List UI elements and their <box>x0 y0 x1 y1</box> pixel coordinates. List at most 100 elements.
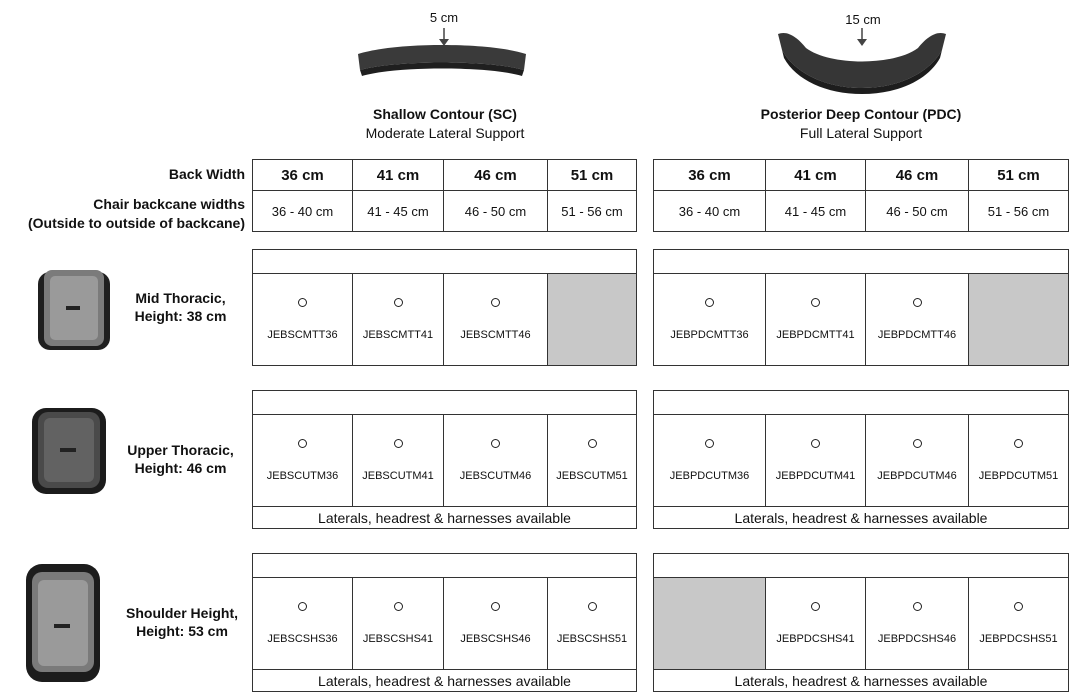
sku-code: JEBSCUTM36 <box>266 470 339 482</box>
sc-upper-thoracic-note: Laterals, headrest & harnesses available <box>253 506 636 528</box>
availability-circle-icon <box>705 439 714 448</box>
sku-code: JEBSCSHS46 <box>460 633 531 645</box>
upper-thoracic-backrest-image <box>32 408 106 494</box>
availability-circle-icon <box>491 439 500 448</box>
sc-shoulder-height-note: Laterals, headrest & harnesses available <box>253 669 636 691</box>
backcane-label-line2: (Outside to outside of backcane) <box>27 215 245 231</box>
sc-range-41: 41 - 45 cm <box>352 190 443 231</box>
sc-upper-thoracic-spacer <box>253 391 636 414</box>
sc-profile-support: Moderate Lateral Support <box>365 125 525 141</box>
sc-shoulder-height-spacer <box>253 554 636 577</box>
sku-code: JEBSCMTT41 <box>362 329 434 341</box>
pdc-width-46: 46 cm <box>865 160 968 190</box>
pdc-shoulder-height-spacer <box>654 554 1068 577</box>
pdc-upper-thoracic-46[interactable]: JEBPDCUTM46 <box>865 414 968 506</box>
sc-upper-thoracic-table: JEBSCUTM36 JEBSCUTM41 JEBSCUTM46 JEBSCUT… <box>252 390 637 529</box>
shoulder-height-label: Shoulder Height, Height: 53 cm <box>112 604 252 640</box>
pdc-shoulder-height-51[interactable]: JEBPDCSHS51 <box>968 577 1068 669</box>
pdc-upper-thoracic-41[interactable]: JEBPDCUTM41 <box>765 414 865 506</box>
pdc-upper-thoracic-table: JEBPDCUTM36 JEBPDCUTM41 JEBPDCUTM46 JEBP… <box>653 390 1069 529</box>
shoulder-height-backrest-image <box>26 564 100 682</box>
availability-circle-icon <box>393 602 403 611</box>
availability-circle-icon <box>298 602 307 611</box>
sku-code: JEBPDCUTM51 <box>978 470 1059 482</box>
availability-circle-icon <box>912 439 922 448</box>
availability-circle-icon <box>1014 602 1023 611</box>
backcane-width-label: Chair backcane widths (Outside to outsid… <box>10 195 245 233</box>
sku-code: JEBSCUTM51 <box>556 470 628 482</box>
pdc-mid-thoracic-36[interactable]: JEBPDCMTT36 <box>654 273 765 365</box>
pdc-profile-name: Posterior Deep Contour (PDC) <box>760 106 962 122</box>
shoulder-height-label-line2: Height: 53 cm <box>136 623 228 639</box>
sc-range-46: 46 - 50 cm <box>443 190 547 231</box>
availability-circle-icon <box>1014 439 1023 448</box>
availability-circle-icon <box>393 298 403 307</box>
sc-mid-thoracic-46[interactable]: JEBSCMTT46 <box>443 273 547 365</box>
pdc-upper-thoracic-36[interactable]: JEBPDCUTM36 <box>654 414 765 506</box>
backcane-label-line1: Chair backcane widths <box>93 196 245 212</box>
sc-profile-image <box>358 28 526 76</box>
sc-width-41: 41 cm <box>352 160 443 190</box>
sku-code: JEBPDCMTT36 <box>670 329 749 341</box>
availability-circle-icon <box>491 602 500 611</box>
sc-range-36: 36 - 40 cm <box>253 190 352 231</box>
sku-code: JEBSCUTM46 <box>459 470 532 482</box>
sc-upper-thoracic-41[interactable]: JEBSCUTM41 <box>352 414 443 506</box>
pdc-range-51: 51 - 56 cm <box>968 190 1068 231</box>
mid-thoracic-label-line1: Mid Thoracic, <box>135 290 226 306</box>
pdc-upper-thoracic-spacer <box>654 391 1068 414</box>
pdc-mid-thoracic-table: JEBPDCMTT36 JEBPDCMTT41 JEBPDCMTT46 <box>653 249 1069 366</box>
sc-upper-thoracic-46[interactable]: JEBSCUTM46 <box>443 414 547 506</box>
pdc-width-41: 41 cm <box>765 160 865 190</box>
sc-mid-thoracic-41[interactable]: JEBSCMTT41 <box>352 273 443 365</box>
sku-code: JEBSCSHS41 <box>362 633 434 645</box>
availability-circle-icon <box>298 298 307 307</box>
availability-circle-icon <box>811 439 820 448</box>
pdc-profile-title: Posterior Deep Contour (PDC) Full Latera… <box>736 105 986 143</box>
upper-thoracic-label: Upper Thoracic, Height: 46 cm <box>113 441 248 477</box>
sc-mid-thoracic-table: JEBSCMTT36 JEBSCMTT41 JEBSCMTT46 <box>252 249 637 366</box>
sc-mid-thoracic-36[interactable]: JEBSCMTT36 <box>253 273 352 365</box>
pdc-width-table: 36 cm 41 cm 46 cm 51 cm 36 - 40 cm 41 - … <box>653 159 1069 232</box>
sc-shoulder-height-41[interactable]: JEBSCSHS41 <box>352 577 443 669</box>
sku-code: JEBPDCSHS41 <box>776 633 855 645</box>
sc-profile-name: Shallow Contour (SC) <box>373 106 517 122</box>
sc-width-table: 36 cm 41 cm 46 cm 51 cm 36 - 40 cm 41 - … <box>252 159 637 232</box>
pdc-mid-thoracic-51-unavailable <box>968 273 1068 365</box>
pdc-upper-thoracic-note: Laterals, headrest & harnesses available <box>654 506 1068 528</box>
sc-upper-thoracic-36[interactable]: JEBSCUTM36 <box>253 414 352 506</box>
mid-thoracic-label: Mid Thoracic, Height: 38 cm <box>118 289 243 325</box>
sku-code: JEBPDCSHS51 <box>979 633 1058 645</box>
availability-circle-icon <box>587 602 597 611</box>
pdc-range-41: 41 - 45 cm <box>765 190 865 231</box>
mid-thoracic-label-line2: Height: 38 cm <box>134 308 227 324</box>
sc-range-51: 51 - 56 cm <box>547 190 636 231</box>
pdc-depth-label: 15 cm <box>845 12 881 27</box>
sc-shoulder-height-51[interactable]: JEBSCSHS51 <box>547 577 636 669</box>
pdc-mid-thoracic-41[interactable]: JEBPDCMTT41 <box>765 273 865 365</box>
pdc-shoulder-height-46[interactable]: JEBPDCSHS46 <box>865 577 968 669</box>
availability-circle-icon <box>912 298 922 307</box>
sc-shoulder-height-table: JEBSCSHS36 JEBSCSHS41 JEBSCSHS46 JEBSCSH… <box>252 553 637 692</box>
sku-code: JEBSCSHS51 <box>556 633 628 645</box>
sku-code: JEBPDCSHS46 <box>877 633 957 645</box>
availability-circle-icon <box>491 298 500 307</box>
sku-code: JEBSCSHS36 <box>267 633 338 645</box>
sku-code: JEBPDCUTM36 <box>669 470 750 482</box>
availability-circle-icon <box>811 298 820 307</box>
sc-shoulder-height-46[interactable]: JEBSCSHS46 <box>443 577 547 669</box>
pdc-upper-thoracic-51[interactable]: JEBPDCUTM51 <box>968 414 1068 506</box>
pdc-range-46: 46 - 50 cm <box>865 190 968 231</box>
pdc-shoulder-height-41[interactable]: JEBPDCSHS41 <box>765 577 865 669</box>
upper-thoracic-label-line1: Upper Thoracic, <box>127 442 234 458</box>
sc-depth-label: 5 cm <box>429 10 459 25</box>
sc-mid-thoracic-spacer <box>253 250 636 273</box>
pdc-mid-thoracic-46[interactable]: JEBPDCMTT46 <box>865 273 968 365</box>
sc-width-46: 46 cm <box>443 160 547 190</box>
pdc-mid-thoracic-spacer <box>654 250 1068 273</box>
sc-upper-thoracic-51[interactable]: JEBSCUTM51 <box>547 414 636 506</box>
availability-circle-icon <box>912 602 922 611</box>
sc-shoulder-height-36[interactable]: JEBSCSHS36 <box>253 577 352 669</box>
pdc-profile-support: Full Lateral Support <box>799 125 923 141</box>
shoulder-height-label-line1: Shoulder Height, <box>126 605 238 621</box>
